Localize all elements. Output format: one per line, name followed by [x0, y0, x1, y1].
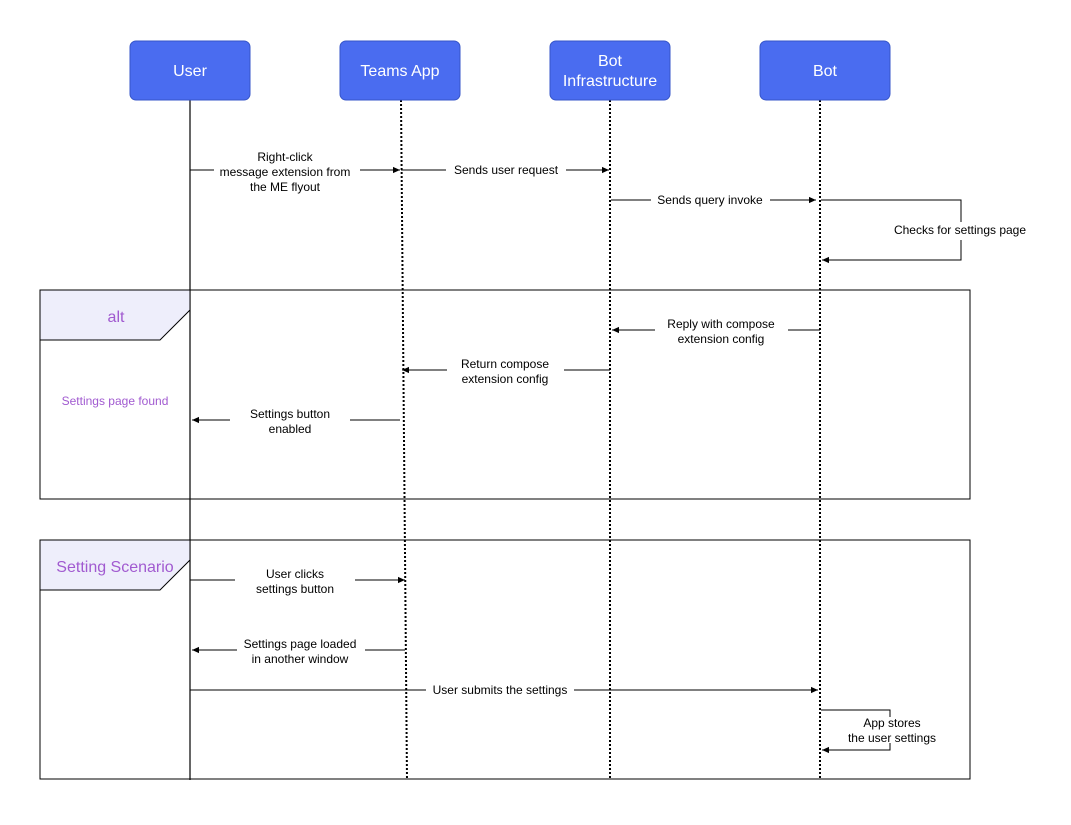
participant-bot-label: Bot	[813, 63, 838, 80]
message-page-loaded: Settings page loaded in another window	[192, 637, 405, 666]
frame-alt-condition: Settings page found	[62, 394, 169, 408]
frame-setting-scenario: Setting Scenario	[39, 539, 971, 780]
message-reply-compose-line1: Reply with compose	[667, 317, 775, 331]
participant-teams-app-label: Teams App	[360, 63, 439, 80]
frame-alt-title: alt	[108, 309, 125, 326]
frame-scenario-title: Setting Scenario	[56, 559, 174, 576]
frame-alt: alt Settings page found	[39, 289, 971, 500]
message-reply-compose-line2: extension config	[678, 332, 765, 346]
message-reply-compose: Reply with compose extension config	[612, 317, 820, 346]
message-settings-enabled: Settings button enabled	[192, 407, 400, 436]
message-return-compose-line1: Return compose	[461, 357, 549, 371]
message-return-compose-line2: extension config	[462, 372, 549, 386]
message-checks-settings-label: Checks for settings page	[894, 223, 1026, 237]
message-sends-user-request: Sends user request	[401, 163, 609, 177]
message-page-loaded-line1: Settings page loaded	[244, 637, 357, 651]
message-return-compose: Return compose extension config	[402, 357, 610, 386]
message-checks-settings-page: Checks for settings page	[821, 199, 1026, 264]
message-page-loaded-line2: in another window	[252, 652, 349, 666]
message-user-clicks-line2: settings button	[256, 582, 334, 596]
participant-bot-infrastructure: Bot Infrastructure	[549, 40, 671, 101]
participant-teams-app: Teams App	[339, 40, 461, 101]
message-user-submits: User submits the settings	[190, 683, 818, 697]
message-app-stores-line2: the user settings	[848, 731, 936, 745]
message-right-click-line1: Right-click	[257, 150, 313, 164]
participant-user-label: User	[173, 63, 207, 80]
lifeline-teams-app	[400, 99, 408, 781]
message-right-click-line2: message extension from	[220, 165, 351, 179]
message-sends-query-invoke: Sends query invoke	[611, 193, 816, 207]
message-right-click: Right-click message extension from the M…	[190, 150, 400, 194]
message-settings-enabled-line2: enabled	[269, 422, 312, 436]
message-user-clicks: User clicks settings button	[190, 567, 405, 596]
message-sends-user-request-label: Sends user request	[454, 163, 559, 177]
message-user-submits-label: User submits the settings	[433, 683, 568, 697]
message-app-stores: App stores the user settings	[821, 709, 936, 754]
message-right-click-line3: the ME flyout	[250, 180, 321, 194]
participant-bot-infra-label-line1: Bot	[598, 53, 623, 70]
message-user-clicks-line1: User clicks	[266, 567, 324, 581]
message-settings-enabled-line1: Settings button	[250, 407, 330, 421]
participant-user: User	[129, 40, 251, 101]
participant-bot-infra-label-line2: Infrastructure	[563, 73, 657, 90]
message-app-stores-line1: App stores	[863, 716, 920, 730]
message-sends-query-invoke-label: Sends query invoke	[657, 193, 763, 207]
participant-bot: Bot	[759, 40, 891, 101]
